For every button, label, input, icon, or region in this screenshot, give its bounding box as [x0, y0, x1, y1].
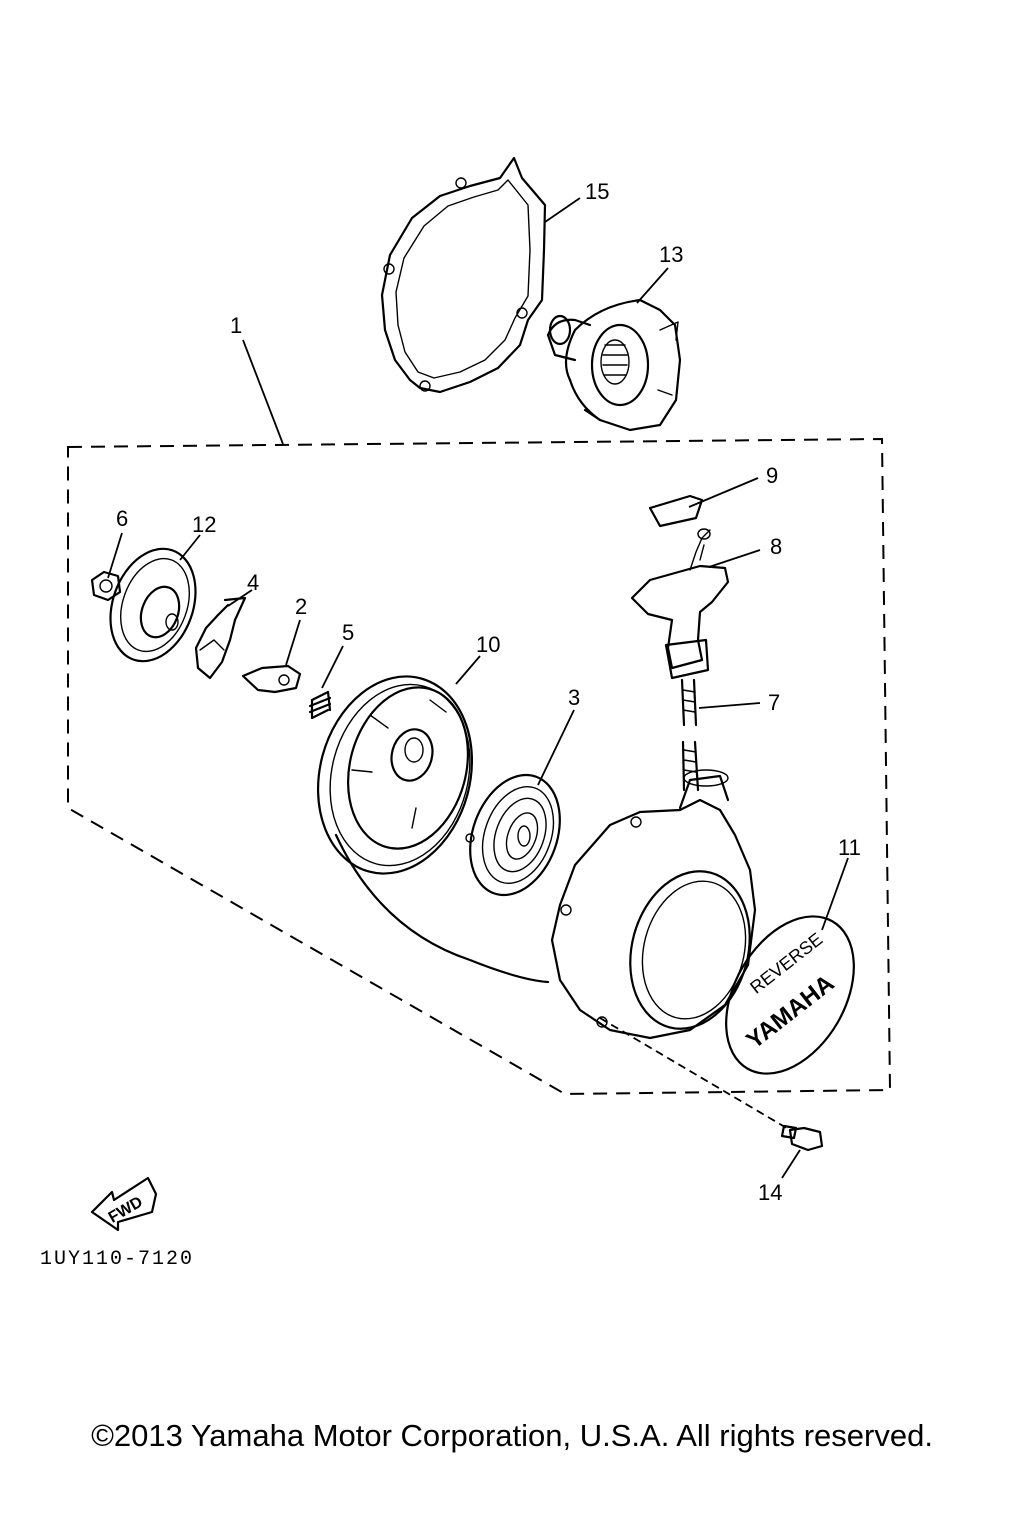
- callout-9: 9: [766, 463, 778, 488]
- leader-lines: [107, 197, 849, 1179]
- part-code: 1UY110-7120: [40, 1248, 194, 1271]
- fwd-arrow-icon: FWD: [90, 1176, 158, 1232]
- part-11-starter-case: [550, 769, 757, 1040]
- callout-14: 14: [758, 1180, 782, 1205]
- callout-8: 8: [770, 534, 782, 559]
- part-10-reel: [316, 675, 550, 984]
- callout-11: 11: [838, 835, 861, 860]
- callout-6: 6: [116, 506, 128, 531]
- part-3-spiral-spring: [465, 773, 561, 897]
- part-4-spring-clip: [194, 596, 247, 680]
- part-7-starter-rope: [680, 678, 700, 792]
- callout-3: 3: [568, 685, 580, 710]
- part-14-bolt: [780, 1124, 824, 1152]
- part-2-pawl: [241, 664, 302, 694]
- callout-5: 5: [342, 620, 354, 645]
- callout-15: 15: [585, 179, 609, 204]
- callout-1: 1: [230, 313, 242, 338]
- part-8-starter-handle: [630, 528, 730, 680]
- part-9-handle-cap: [648, 494, 704, 528]
- part-5-pawl-spring: [308, 690, 332, 720]
- callout-12: 12: [192, 512, 216, 537]
- part-6-nut: [90, 570, 122, 602]
- callout-13: 13: [659, 242, 683, 267]
- part-15-gasket: [380, 156, 547, 394]
- part-12-friction-plate: [109, 547, 197, 663]
- assembly-boundary: [67, 437, 892, 1096]
- part-13-drive-pulley: [546, 298, 682, 432]
- callout-10: 10: [476, 632, 500, 657]
- callout-7: 7: [768, 690, 780, 715]
- copyright-notice: ©2013 Yamaha Motor Corporation, U.S.A. A…: [91, 1418, 933, 1453]
- callout-4: 4: [247, 570, 259, 595]
- callout-2: 2: [295, 594, 307, 619]
- callout-numbers: 1 2 3 4 5 6 7 8 9 10 11 12 13 14 15: [116, 179, 861, 1205]
